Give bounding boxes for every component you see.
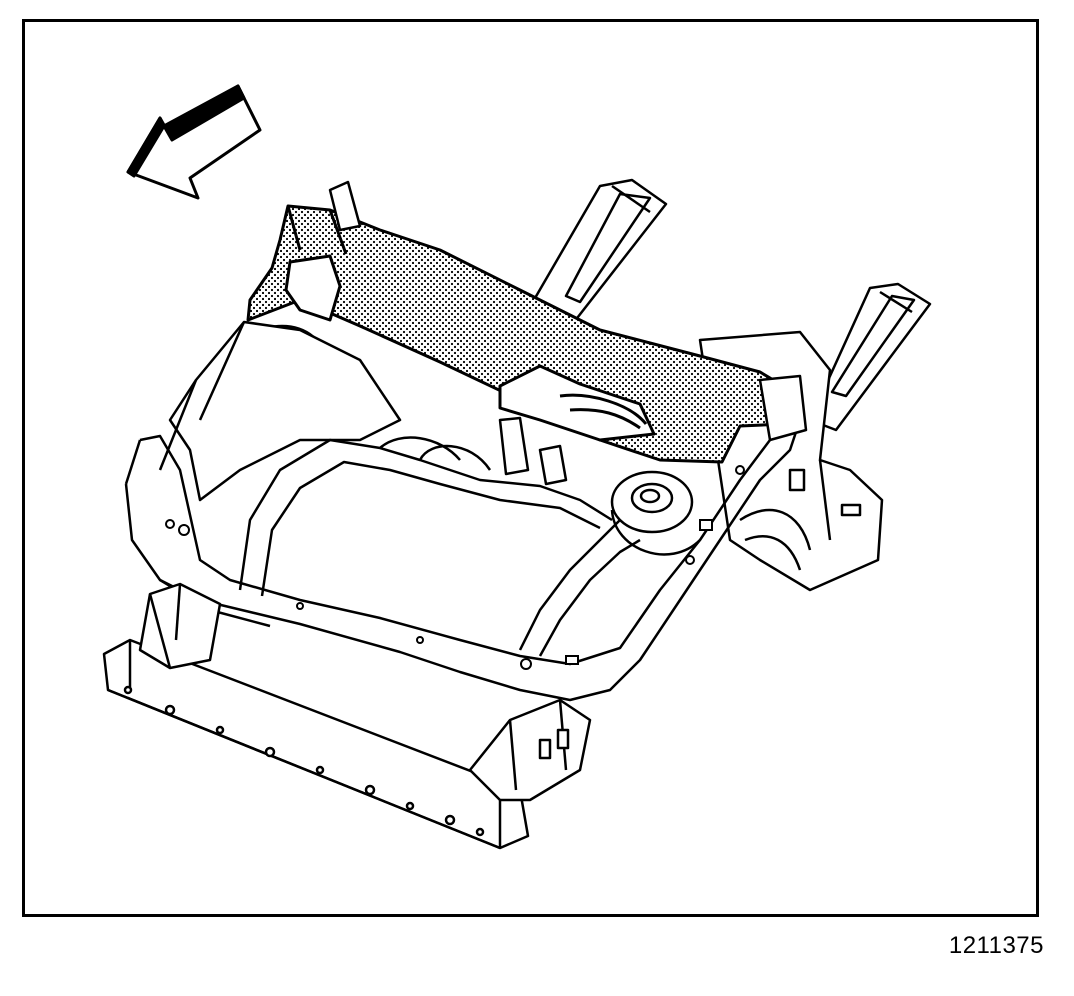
crash-box-left [138, 582, 222, 670]
crash-box-right [468, 698, 592, 802]
cowl-brackets [328, 180, 808, 486]
right-strut-tower [610, 470, 701, 556]
left-fender-apron [158, 320, 402, 502]
highlighted-cowl-panel [246, 204, 792, 464]
figure-frame [22, 19, 1039, 917]
front-direction-arrow-icon [126, 84, 262, 200]
tie-bar-fastener-holes [165, 465, 745, 670]
figure-id-label: 1211375 [948, 932, 1044, 959]
front-bumper-beam [102, 638, 530, 850]
engine-compartment-rails [238, 436, 641, 657]
rear-frame-rails [518, 178, 932, 432]
